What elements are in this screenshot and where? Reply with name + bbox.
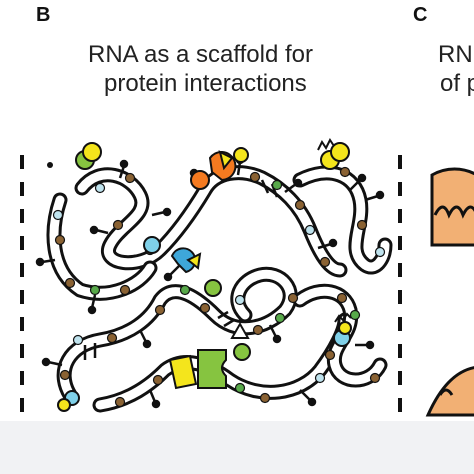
green-nodes xyxy=(89,179,361,394)
rna-strand-lower xyxy=(56,266,298,403)
rna-strand-left xyxy=(46,192,158,301)
protein-right-blue xyxy=(333,312,352,347)
panel-b-letter: B xyxy=(36,4,51,26)
panel-b-title-line2: protein interactions xyxy=(104,70,307,97)
panel-c-title-line2: of p xyxy=(440,70,474,97)
protein-bottom-left-blue xyxy=(57,390,80,412)
protein-top-right-yellow xyxy=(317,138,350,170)
protein-left-small xyxy=(47,162,53,168)
panel-c-top-protein xyxy=(430,167,474,247)
rna-strand-right xyxy=(292,165,393,275)
panel-b-title-line1: RNA as a scaffold for xyxy=(88,41,313,68)
protein-center-orange-cluster xyxy=(190,147,249,190)
panel-c-title-line1: RN xyxy=(438,41,473,68)
panel-c-bottom-protein xyxy=(425,366,474,417)
rna-strand-upper xyxy=(74,165,348,278)
bottom-band xyxy=(0,421,474,474)
panel-c-letter: C xyxy=(413,4,428,26)
lightblue-nodes xyxy=(52,166,386,384)
protein-top-left-yellow-green xyxy=(75,142,102,170)
protein-middle-blue-cluster xyxy=(143,236,222,297)
protein-bottom-yellow-green-blocks xyxy=(168,321,251,390)
